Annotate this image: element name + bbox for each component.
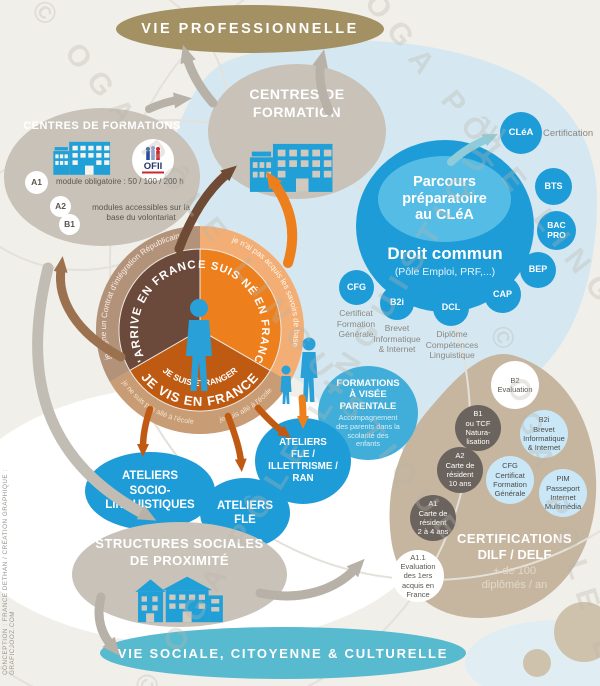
badge-a2: A2 — [50, 196, 71, 217]
parcours-clea-label: Parcours préparatoire au CLéA — [402, 173, 487, 224]
cert-b1-circle: B1 ou TCF Natura- lisation — [455, 405, 501, 451]
cert-a1-circle: A1 Carte de résident 2 à 4 ans — [410, 495, 456, 541]
parental-title: FORMATIONS À VISÉE PARENTALE — [336, 378, 400, 412]
ofii-logo: OFII — [132, 139, 174, 181]
b2i-caption: Brevet Informatique & Internet — [373, 323, 421, 355]
ofii-label: OFII — [144, 161, 162, 172]
cap-circle: CAP — [484, 276, 521, 313]
bep-circle: BEP — [520, 252, 556, 288]
parcours-clea-ellipse: Parcours préparatoire au CLéA — [378, 156, 511, 242]
parental-subtitle: Accompagnement des parents dans la scola… — [336, 413, 400, 449]
certifications-note: + de 100 diplômés / an — [481, 565, 548, 592]
formation-centers-title: CENTRES DE FORMATIONS — [23, 120, 181, 132]
bac-pro-circle: BAC PRO — [537, 211, 576, 250]
a1-module-text: module obligatoire : 50 / 100 / 200 h — [56, 177, 184, 186]
vie-professionnelle-banner: VIE PROFESSIONNELLE — [116, 5, 384, 53]
tan-circle-1 — [554, 602, 600, 662]
bts-circle: BTS — [535, 168, 572, 205]
atelier-fle-illettrisme-label: ATELIERS FLE / ILLETTRISME / RAN — [268, 436, 338, 485]
clea-circle: CLéA — [500, 112, 542, 154]
b2i-circle: B2i — [380, 286, 414, 320]
badge-a1: A1 — [25, 171, 48, 194]
ofii-underline — [142, 171, 164, 174]
vie-sociale-label: VIE SOCIALE, CITOYENNE & CULTURELLE — [117, 645, 449, 661]
volunteer-text: modules accessibles sur la base du volon… — [92, 203, 190, 223]
ofii-figures — [146, 146, 160, 160]
person-icon — [186, 299, 212, 391]
certifications-title: CERTIFICATIONS — [456, 531, 573, 546]
droit-commun-title: Droit commun — [387, 244, 503, 263]
cert-b2-circle: B2 Evaluation — [491, 361, 539, 409]
identity-wheel: je signe un Contrat d'intégration Républ… — [95, 225, 305, 435]
cert-a2-circle: A2 Carte de résident 10 ans — [437, 447, 483, 493]
cert-b2i-circle: B2i Brevet Informatique & Internet — [520, 410, 568, 458]
atelier-fle-illettrisme-ellipse: ATELIERS FLE / ILLETTRISME / RAN — [255, 418, 351, 504]
atelier-socio-ellipse: ATELIERS SOCIO- LINGUISTIQUES — [85, 452, 215, 530]
atelier-fle-label: ATELIERS FLE — [216, 499, 273, 526]
credits-line: CONCEPTION : FRANCE DETHAN / CRÉATION GR… — [2, 469, 16, 675]
tan-circle-2 — [523, 649, 551, 677]
clea-caption: Certification — [543, 128, 594, 139]
certifications-subtitle: DILF / DELF — [477, 547, 552, 562]
dcl-caption: Diplôme Compétences Linguistique — [425, 329, 479, 361]
badge-b1: B1 — [59, 214, 80, 235]
vie-sociale-banner: VIE SOCIALE, CITOYENNE & CULTURELLE — [100, 627, 466, 679]
family-icon — [280, 337, 318, 404]
houses-icon — [135, 576, 223, 623]
cfg-caption: Certificat Formation Générale — [336, 308, 376, 340]
social-structures-title: STRUCTURES SOCIALES DE PROXIMITÉ — [95, 536, 264, 568]
cfg-circle: CFG — [339, 270, 374, 305]
cert-a11-circle: A1.1 Evaluation des 1ers acquis en Franc… — [392, 550, 444, 602]
cert-cfg-circle: CFG Certificat Formation Générale — [486, 456, 534, 504]
dcl-circle: DCL — [433, 290, 469, 326]
building-icon — [53, 141, 111, 175]
formation-center-title: CENTRES DE FORMATION — [249, 86, 345, 120]
parental-ellipse: FORMATIONS À VISÉE PARENTALE Accompagnem… — [318, 366, 418, 460]
atelier-socio-label: ATELIERS SOCIO- LINGUISTIQUES — [105, 470, 195, 512]
droit-commun-subtitle: (Pôle Emploi, PRF,...) — [394, 266, 496, 278]
vie-professionnelle-label: VIE PROFESSIONNELLE — [141, 21, 359, 37]
cert-pim-circle: PIM Passeport Internet Multimédia — [539, 469, 587, 517]
building-icon — [249, 143, 333, 192]
